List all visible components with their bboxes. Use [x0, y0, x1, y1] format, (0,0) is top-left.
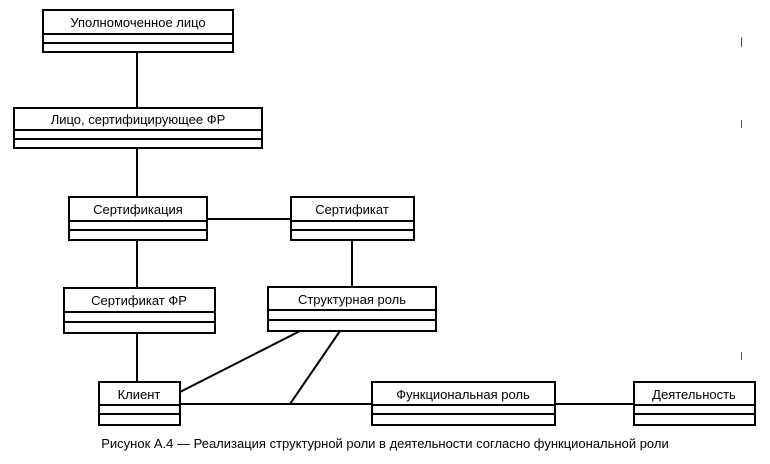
class-name: Функциональная роль — [396, 387, 530, 402]
scan-mark — [741, 37, 742, 47]
class-name: Сертификат — [315, 202, 389, 217]
class-name: Сертификация — [93, 202, 183, 217]
link-strukturnaya-rol-klient — [179, 330, 301, 393]
class-deyatelnost: Деятельность — [633, 381, 756, 426]
class-name: Сертификат ФР — [91, 293, 187, 308]
class-sertifikatsiya: Сертификация — [68, 196, 208, 241]
class-name: Клиент — [118, 387, 161, 402]
class-name: Структурная роль — [298, 292, 406, 307]
scan-mark — [741, 352, 742, 360]
scan-mark — [741, 120, 742, 128]
class-funktsionalnaya-rol: Функциональная роль — [371, 381, 556, 426]
class-sertifikat-fr: Сертификат ФР — [63, 287, 216, 334]
link-strukturnaya-rol-association — [289, 330, 341, 405]
class-sertifikat: Сертификат — [290, 196, 415, 241]
class-name: Лицо, сертифицирующее ФР — [51, 112, 226, 127]
class-litso-sertificiruyuschee: Лицо, сертифицирующее ФР — [13, 107, 263, 149]
class-upolnomochennoe-litso: Уполномоченное лицо — [42, 9, 234, 53]
class-klient: Клиент — [98, 381, 181, 426]
class-name: Деятельность — [652, 387, 736, 402]
class-name: Уполномоченное лицо — [70, 15, 205, 30]
figure-caption: Рисунок А.4 — Реализация структурной рол… — [101, 436, 669, 451]
class-strukturnaya-rol: Структурная роль — [267, 286, 437, 332]
